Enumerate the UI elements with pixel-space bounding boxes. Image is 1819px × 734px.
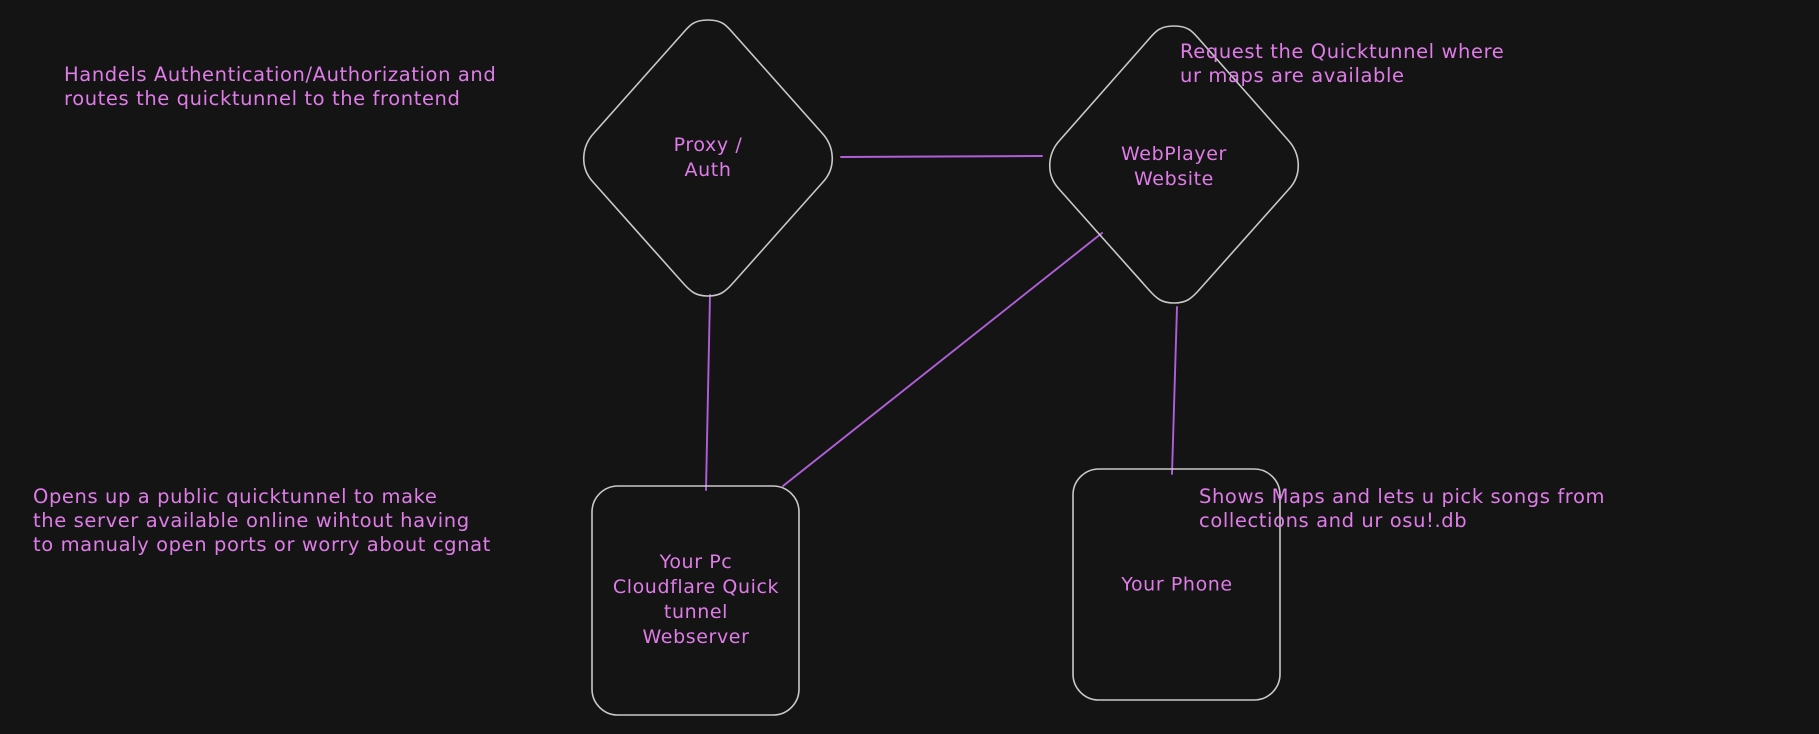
- node-shape-webplayer-website[interactable]: [1048, 25, 1300, 304]
- node-shape-proxy-auth[interactable]: [582, 19, 834, 297]
- edge-webplayer-to-your-phone[interactable]: [1171, 306, 1178, 475]
- edge-proxy-to-webplayer[interactable]: [840, 155, 1043, 158]
- node-shape-your-phone[interactable]: [1072, 468, 1281, 701]
- node-shape-your-pc[interactable]: [591, 485, 800, 716]
- edge-your-pc-to-webplayer[interactable]: [782, 232, 1103, 487]
- edge-proxy-to-your-pc[interactable]: [705, 294, 711, 491]
